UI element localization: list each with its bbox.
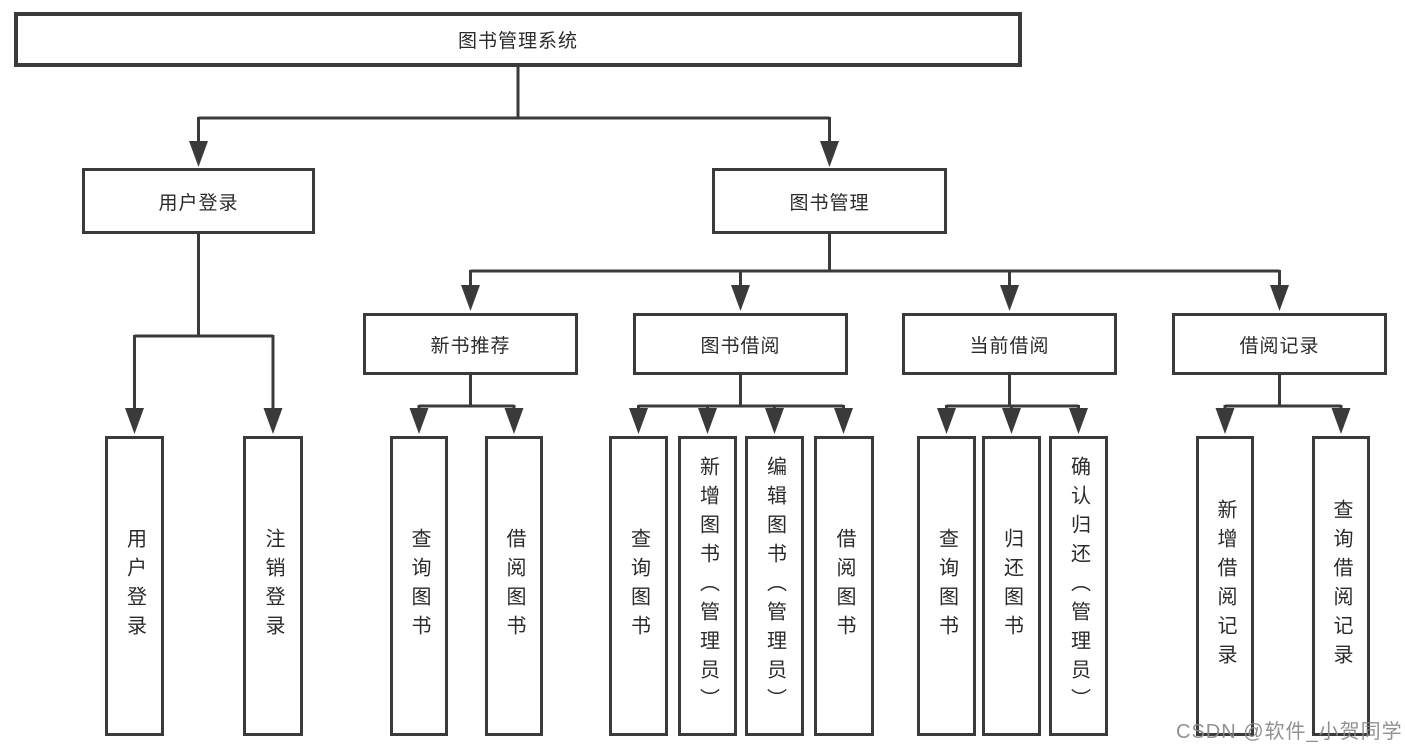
leaf-add-borrow-record-label: 新增借阅记录	[1214, 499, 1236, 673]
leaf-borrow-books-recommend-label: 借阅图书	[503, 528, 525, 644]
leaf-borrow-books-borrowing-label: 借阅图书	[833, 528, 855, 644]
leaf-query-books-current: 查询图书	[917, 436, 976, 736]
node-library-system: 图书管理系统	[14, 12, 1022, 67]
leaf-logout-label: 注销登录	[262, 528, 284, 644]
node-new-book-recommend-label: 新书推荐	[430, 335, 511, 357]
leaf-return-books-label: 归还图书	[1000, 528, 1023, 644]
leaf-query-books-recommend-label: 查询图书	[408, 528, 430, 644]
node-book-borrowing: 图书借阅	[633, 313, 848, 375]
leaf-query-books-current-label: 查询图书	[935, 528, 958, 644]
node-book-management-label: 图书管理	[789, 192, 870, 214]
node-book-borrowing-label: 图书借阅	[700, 335, 781, 357]
leaf-logout: 注销登录	[243, 436, 303, 736]
node-borrow-records: 借阅记录	[1172, 313, 1387, 375]
node-current-borrowing-label: 当前借阅	[969, 335, 1050, 357]
leaf-confirm-return-admin: 确认归还（管理员）	[1049, 436, 1108, 736]
leaf-return-books: 归还图书	[982, 436, 1041, 736]
node-user-login: 用户登录	[82, 168, 315, 234]
leaf-user-login: 用户登录	[105, 436, 164, 736]
leaf-borrow-books-recommend: 借阅图书	[485, 436, 543, 736]
leaf-confirm-return-admin-label: 确认归还（管理员）	[1067, 455, 1090, 717]
node-new-book-recommend: 新书推荐	[363, 313, 578, 375]
csdn-watermark: CSDN @软件_小贺同学	[1176, 721, 1403, 743]
leaf-borrow-books-borrowing: 借阅图书	[814, 436, 874, 736]
leaf-query-books-recommend: 查询图书	[390, 436, 448, 736]
leaf-edit-book-admin-label: 编辑图书（管理员）	[763, 455, 786, 717]
node-borrow-records-label: 借阅记录	[1239, 335, 1320, 357]
leaf-user-login-label: 用户登录	[123, 528, 146, 644]
leaf-query-books-borrowing-label: 查询图书	[627, 528, 650, 644]
leaf-query-borrow-record: 查询借阅记录	[1312, 436, 1370, 736]
leaf-edit-book-admin: 编辑图书（管理员）	[745, 436, 804, 736]
leaf-add-book-admin-label: 新增图书（管理员）	[696, 455, 719, 717]
leaf-query-books-borrowing: 查询图书	[609, 436, 668, 736]
leaf-add-borrow-record: 新增借阅记录	[1196, 436, 1254, 736]
node-book-management: 图书管理	[712, 168, 947, 234]
node-current-borrowing: 当前借阅	[902, 313, 1117, 375]
node-user-login-label: 用户登录	[158, 192, 239, 214]
node-library-system-label: 图书管理系统	[457, 31, 578, 52]
leaf-query-borrow-record-label: 查询借阅记录	[1330, 499, 1352, 673]
leaf-add-book-admin: 新增图书（管理员）	[678, 436, 737, 736]
